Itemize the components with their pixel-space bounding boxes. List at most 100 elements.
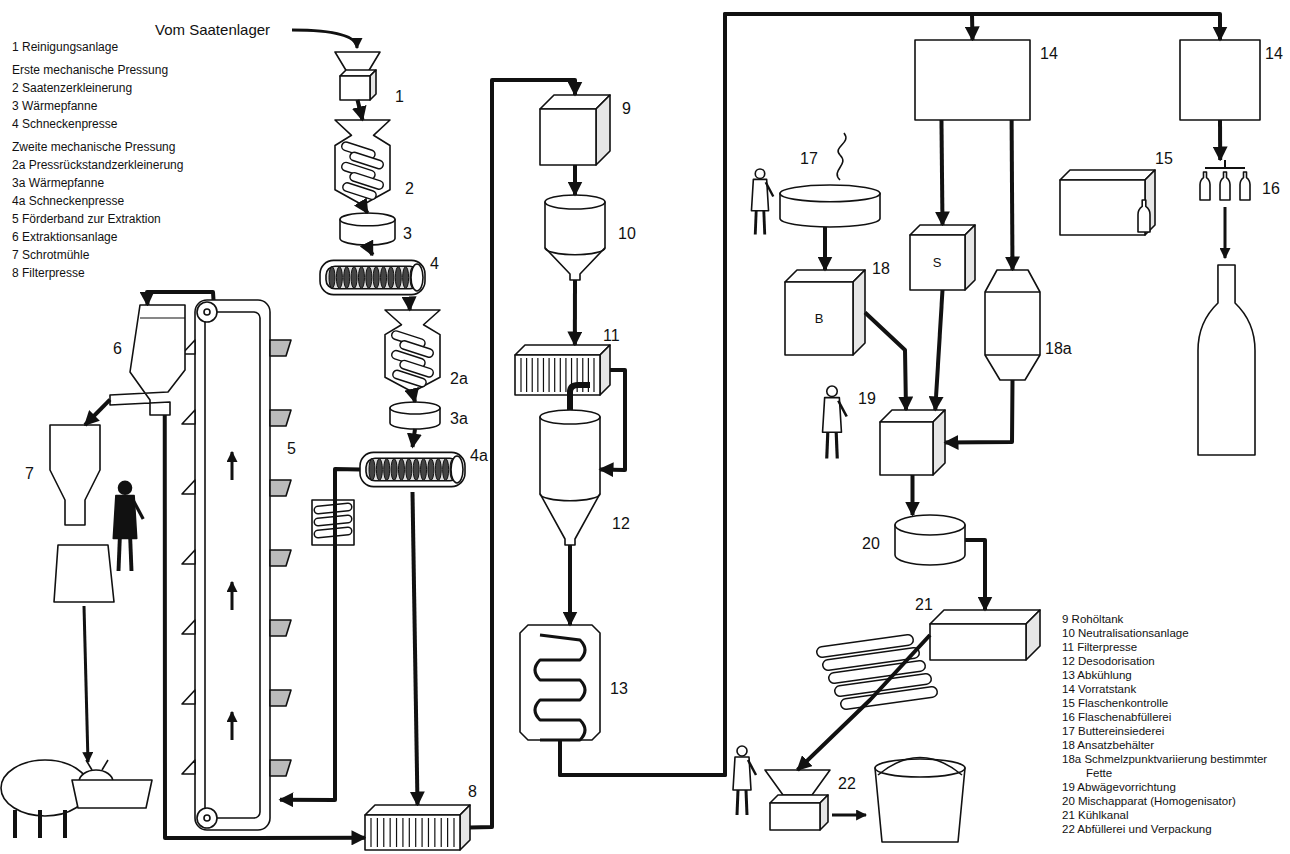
deodoriser: 12 bbox=[540, 410, 600, 545]
filter bbox=[600, 345, 610, 395]
press bbox=[329, 267, 335, 289]
filter-press: 8 bbox=[365, 805, 470, 850]
callout-number: 16 bbox=[1262, 180, 1280, 198]
extractor bbox=[140, 317, 185, 318]
key-entry: 14 Vorratstank bbox=[1062, 682, 1282, 696]
flow-connector bbox=[165, 415, 365, 838]
cooler bbox=[520, 625, 600, 740]
press bbox=[381, 267, 387, 289]
callout-number: 22 bbox=[838, 775, 856, 793]
key-entry: 18a Schmelzpunktvariierung bestimmter Fe… bbox=[1062, 752, 1282, 780]
separator bbox=[985, 270, 1040, 380]
key-entry: 8 Filterpresse bbox=[12, 264, 183, 282]
callout-number: 20 bbox=[862, 535, 880, 553]
key-entry: 15 Flaschenkontrolle bbox=[1062, 696, 1282, 710]
scale bbox=[933, 410, 945, 475]
bucket bbox=[182, 690, 195, 704]
press bbox=[406, 459, 412, 481]
flow-connector bbox=[85, 400, 110, 425]
filler bbox=[770, 803, 820, 830]
filter bbox=[565, 358, 566, 392]
inspection-box bbox=[1060, 180, 1145, 235]
bucket bbox=[270, 550, 291, 566]
bucket bbox=[270, 480, 291, 496]
cooling-roller bbox=[846, 692, 932, 704]
tank bbox=[910, 235, 965, 290]
bucket bbox=[270, 760, 291, 776]
pan bbox=[340, 213, 395, 226]
worker bbox=[762, 211, 766, 235]
press bbox=[395, 267, 401, 289]
callout-number: 18 bbox=[872, 260, 890, 278]
flow-connector bbox=[935, 290, 942, 410]
worker bbox=[827, 432, 828, 458]
trough bbox=[72, 780, 152, 808]
worker bbox=[754, 211, 758, 235]
flow-connector bbox=[945, 380, 1013, 443]
flow-connector bbox=[147, 292, 214, 305]
bottle-check: 15 bbox=[1060, 170, 1155, 235]
conveyor-belt bbox=[195, 300, 270, 830]
key-entry: 19 Abwägevorrichtung bbox=[1062, 780, 1282, 794]
crusher bbox=[347, 187, 372, 195]
batch-tank: B18 bbox=[785, 270, 865, 355]
filter bbox=[460, 805, 470, 850]
crusher bbox=[385, 310, 440, 392]
key-entry: 22 Abfüllerei und Verpackung bbox=[1062, 822, 1282, 836]
worker bbox=[766, 182, 774, 196]
key-entry: 7 Schrotmühle bbox=[12, 246, 183, 264]
extractor bbox=[110, 305, 185, 415]
callout-number: 5 bbox=[287, 440, 296, 458]
press bbox=[336, 267, 342, 289]
key-entry: 16 Flaschenabfüllerei bbox=[1062, 710, 1282, 724]
separator bbox=[985, 292, 1040, 355]
bucket bbox=[270, 620, 291, 636]
flow-connector bbox=[911, 475, 915, 515]
flow-connector bbox=[407, 300, 412, 310]
press bbox=[366, 458, 459, 481]
crusher bbox=[404, 365, 429, 373]
flow-connector bbox=[413, 492, 418, 805]
cow bbox=[86, 760, 108, 770]
tank bbox=[1180, 40, 1260, 120]
bucket bbox=[270, 690, 291, 706]
worker bbox=[130, 539, 131, 572]
filter bbox=[548, 358, 549, 392]
filter bbox=[434, 818, 435, 847]
filter bbox=[415, 818, 416, 847]
lift-arrow bbox=[231, 582, 234, 610]
flow-connector bbox=[363, 205, 368, 213]
batch-tank: S bbox=[910, 225, 975, 290]
bucket-pail bbox=[878, 758, 962, 776]
callout-number: 17 bbox=[800, 150, 818, 168]
crusher bbox=[354, 157, 379, 165]
key-entry: 4a Schneckenpresse bbox=[12, 192, 183, 210]
drum bbox=[197, 302, 217, 322]
callout-number: 13 bbox=[610, 680, 628, 698]
filter bbox=[515, 355, 600, 395]
filter bbox=[593, 358, 594, 392]
hopper bbox=[340, 76, 370, 100]
callout-number: 2 bbox=[405, 180, 414, 198]
tank bbox=[540, 109, 596, 165]
butter-boiler: 17 bbox=[780, 185, 880, 227]
key-entry: 11 Filterpresse bbox=[1062, 640, 1282, 654]
callout-number: 4 bbox=[430, 255, 439, 273]
feed-arrow bbox=[292, 30, 357, 48]
filter bbox=[532, 358, 533, 392]
tank bbox=[915, 40, 1030, 120]
filter bbox=[421, 818, 422, 847]
neutralisation-tank: 10 bbox=[545, 195, 605, 280]
filter bbox=[377, 818, 378, 847]
tank bbox=[965, 225, 975, 290]
filter-press: 11 bbox=[515, 345, 610, 395]
inspection-box bbox=[1060, 170, 1155, 180]
key-entry: 13 Abkühlung bbox=[1062, 668, 1282, 682]
key-entry: 3a Wärmepfanne bbox=[12, 174, 183, 192]
worker bbox=[748, 760, 756, 775]
drum bbox=[204, 309, 210, 315]
press bbox=[391, 459, 397, 481]
steam bbox=[837, 133, 846, 180]
bucket-pail bbox=[875, 768, 965, 842]
